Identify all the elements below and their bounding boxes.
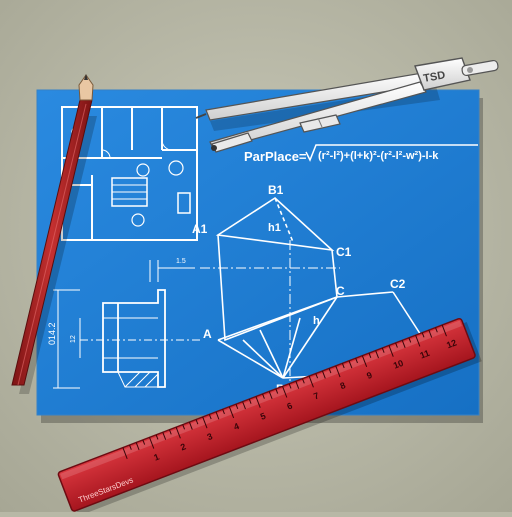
part-length-label: 12 <box>70 335 77 343</box>
ruler-tick <box>355 358 358 364</box>
label-h1: h1 <box>268 222 281 234</box>
ruler-tick <box>375 350 379 359</box>
ruler-tick <box>428 329 433 338</box>
ruler-tick <box>175 426 181 439</box>
label-a1: A1 <box>192 222 208 236</box>
ruler-tick <box>341 363 345 369</box>
label-h: h <box>313 315 320 327</box>
ruler-tick <box>348 360 353 369</box>
ruler-tick <box>368 352 372 358</box>
ruler-number: 2 <box>179 441 187 452</box>
label-c2: C2 <box>390 277 406 291</box>
ruler-tick <box>441 324 447 337</box>
ruler-tick <box>122 447 128 459</box>
ruler-tick <box>435 327 438 333</box>
ruler-tick <box>315 373 319 379</box>
ruler-tick <box>235 403 239 410</box>
ruler-tick <box>408 337 412 343</box>
formula-prefix: ParPlace= <box>244 149 307 164</box>
ruler-number: 11 <box>418 348 430 361</box>
label-a: A <box>203 327 212 341</box>
ruler-tick <box>149 437 155 449</box>
ruler-tick <box>321 370 326 379</box>
ruler-tick <box>182 424 186 430</box>
ruler-number: 4 <box>232 421 240 432</box>
ruler-tick <box>155 434 159 440</box>
label-c1: C1 <box>336 245 352 259</box>
ruler-tick <box>288 383 292 389</box>
ruler-number: 7 <box>312 390 320 401</box>
ruler-tick <box>188 421 193 430</box>
ruler-tick <box>208 414 212 420</box>
ruler-tick <box>195 419 199 425</box>
ruler-tick <box>129 444 132 450</box>
ruler-tick <box>202 416 208 429</box>
ruler-tick <box>361 355 368 368</box>
formula-expression: (r²-l²)+(l+k)²-(r²-l²-w²)-l-k <box>318 150 439 162</box>
ruler-number: 5 <box>259 411 267 422</box>
ruler-number: 12 <box>445 337 458 350</box>
ruler-tick <box>335 365 341 378</box>
compass-icon <box>195 57 499 153</box>
compass-brand: TSD <box>422 69 446 85</box>
label-b1: B1 <box>268 183 284 197</box>
part-offset-label: 1.5 <box>176 258 186 265</box>
formula: ParPlace= (r²-l²)+(l+k)²-(r²-l²-w²)-l-k <box>244 144 478 164</box>
ruler-number: 3 <box>206 431 214 442</box>
ruler-tick <box>215 411 220 420</box>
ruler-tick <box>162 432 167 440</box>
ruler-tick <box>268 391 273 400</box>
ruler-tick <box>242 401 246 410</box>
ruler-tick <box>381 347 385 353</box>
part-diameter-label: 014.2 <box>47 322 57 345</box>
ruler-tick <box>302 378 305 384</box>
ruler-tick <box>255 396 261 408</box>
ruler-number: 10 <box>392 358 405 371</box>
ruler-tick <box>395 342 398 348</box>
ruler-tick <box>282 386 288 398</box>
ruler-tick <box>401 340 406 348</box>
ruler-tick <box>228 406 235 419</box>
ruler-tick <box>328 368 332 374</box>
ruler-number: 6 <box>285 401 293 412</box>
part-drawing <box>53 260 200 389</box>
ruler-tick <box>275 388 279 394</box>
ruler-tick <box>308 375 314 388</box>
ruler-tick <box>248 398 252 404</box>
ruler-number: 1 <box>152 452 160 463</box>
ruler-tick <box>222 409 225 415</box>
ruler-tick <box>142 439 146 445</box>
ruler-tick <box>262 393 265 399</box>
pencil-icon <box>11 74 97 394</box>
ruler-number: 9 <box>365 370 373 381</box>
ruler-tick <box>168 429 172 435</box>
ruler-tick <box>295 381 300 389</box>
ruler-tick <box>415 335 421 347</box>
label-c: C <box>336 284 345 298</box>
ruler-tick <box>421 332 425 338</box>
ruler-ticks <box>122 324 447 459</box>
ruler-number: 8 <box>339 380 347 391</box>
ruler-tick <box>388 345 394 357</box>
ruler-tick <box>135 442 140 451</box>
